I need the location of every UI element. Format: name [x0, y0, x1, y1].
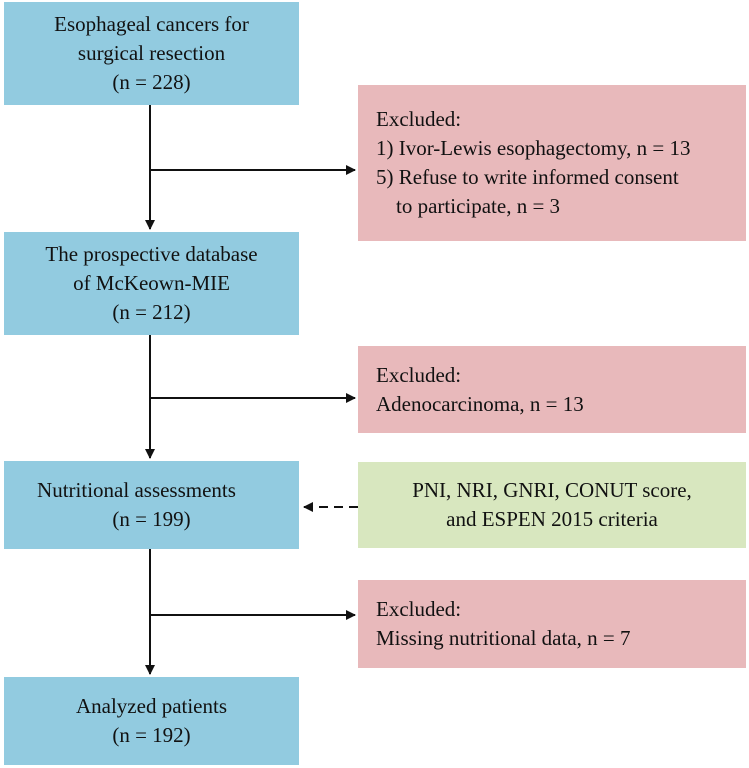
start-line-1: Esophageal cancers for — [54, 12, 249, 36]
exclusion-1-item-2: 5) Refuse to write informed consent — [376, 165, 679, 189]
exclusion-3-item: Missing nutritional data, n = 7 — [376, 626, 631, 650]
nutrition-count: (n = 199) — [112, 507, 191, 531]
exclusion-3-heading: Excluded: — [376, 597, 462, 621]
start-box: Esophageal cancers for surgical resectio… — [4, 2, 299, 105]
tools-line-2: and ESPEN 2015 criteria — [446, 507, 658, 531]
exclusion-1-item-1: 1) Ivor-Lewis esophagectomy, n = 13 — [376, 136, 691, 160]
exclusion-2-heading: Excluded: — [376, 362, 462, 387]
nutrition-box: Nutritional assessments (n = 199) — [4, 461, 299, 549]
start-count: (n = 228) — [112, 70, 191, 94]
exclusion-box-1: Excluded: 1) Ivor-Lewis esophagectomy, n… — [358, 85, 746, 241]
exclusion-2-item: Adenocarcinoma, n = 13 — [376, 391, 584, 416]
nutrition-line-1: Nutritional assessments — [37, 478, 236, 502]
assessment-tools-box: PNI, NRI, GNRI, CONUT score, and ESPEN 2… — [358, 462, 746, 548]
exclusion-box-3: Excluded: Missing nutritional data, n = … — [358, 580, 746, 668]
exclusion-box-2: Excluded: Adenocarcinoma, n = 13 — [358, 346, 746, 433]
database-box: The prospective database of McKeown-MIE … — [4, 232, 299, 335]
tools-line-1: PNI, NRI, GNRI, CONUT score, — [412, 478, 692, 502]
analyzed-box: Analyzed patients (n = 192) — [4, 677, 299, 765]
database-line-2: of McKeown-MIE — [73, 271, 230, 295]
database-count: (n = 212) — [112, 300, 191, 324]
analyzed-count: (n = 192) — [112, 723, 191, 747]
analyzed-line-1: Analyzed patients — [75, 694, 228, 718]
start-line-2: surgical resection — [77, 41, 226, 65]
exclusion-1-item-2-cont: to participate, n = 3 — [396, 194, 561, 218]
database-line-1: The prospective database — [45, 242, 258, 266]
exclusion-1-heading: Excluded: — [376, 107, 462, 131]
